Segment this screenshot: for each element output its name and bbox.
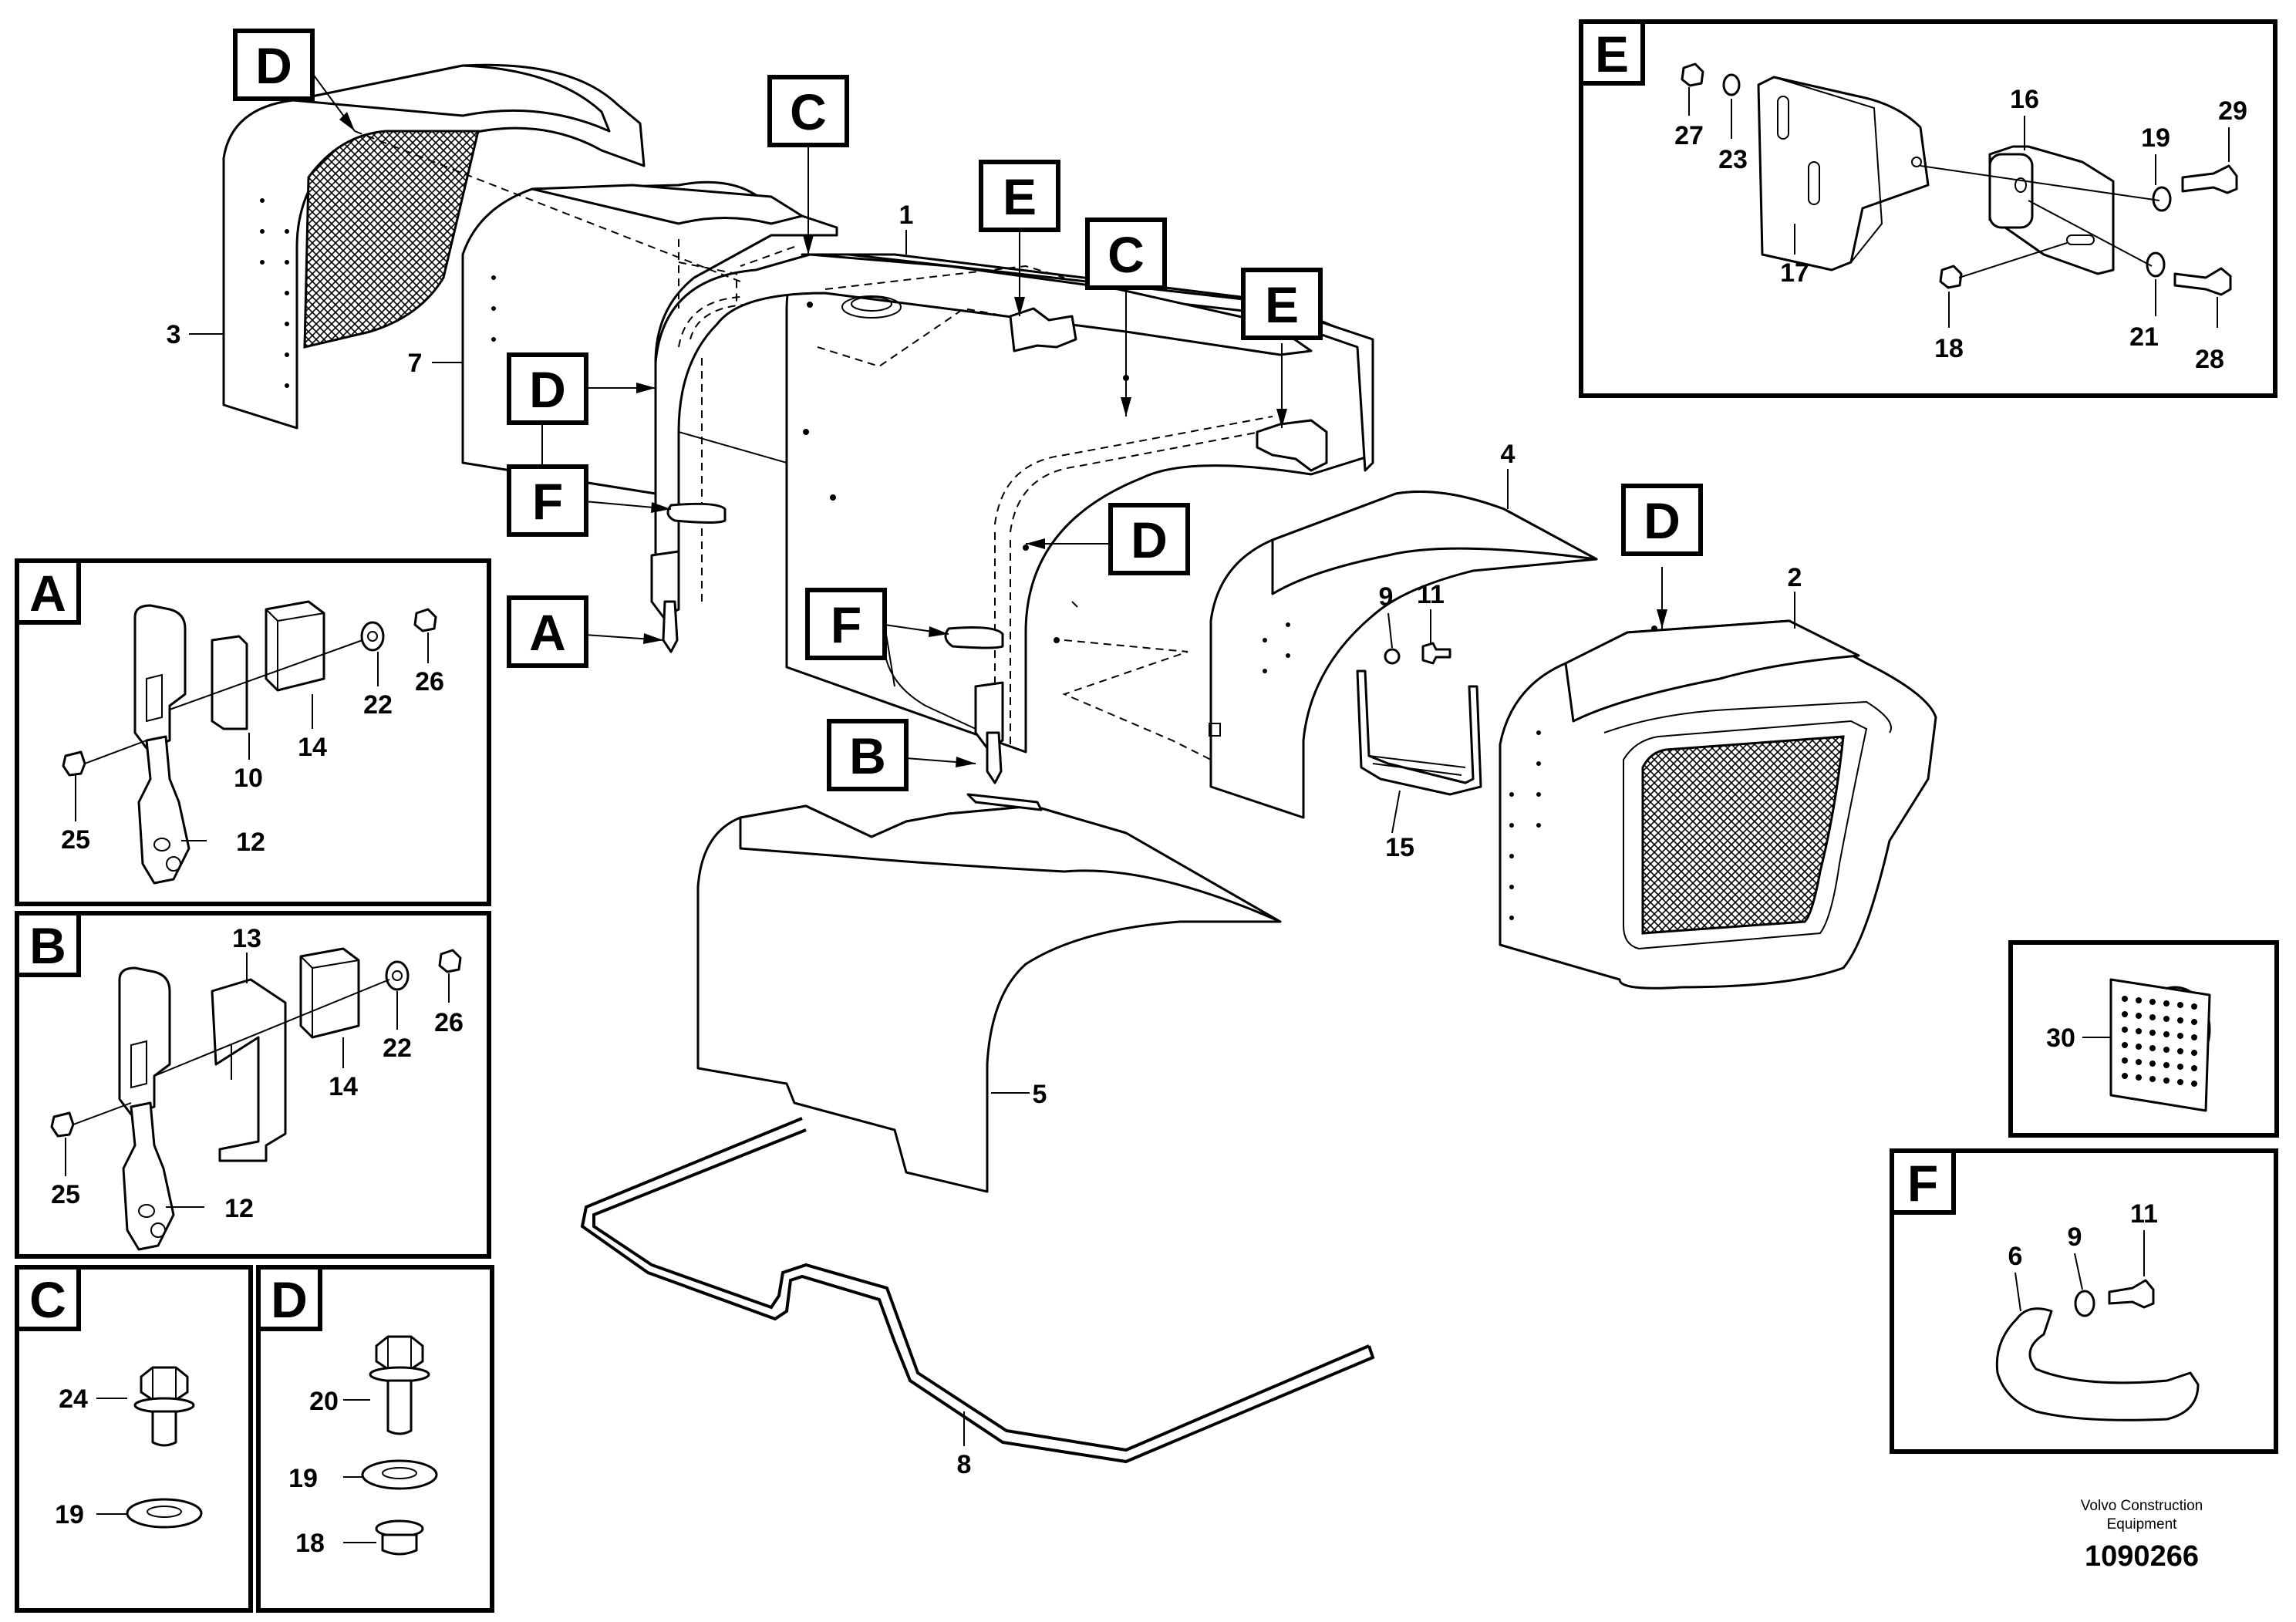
part-number-8: 8 <box>957 1450 972 1479</box>
part-number-14: 14 <box>329 1072 358 1101</box>
part-number-12: 12 <box>224 1194 254 1223</box>
part-number-15: 15 <box>1385 833 1414 862</box>
callout-letter: D <box>255 37 292 94</box>
callout-letter: D <box>529 361 566 418</box>
part-7-side-panel <box>461 180 838 495</box>
footer-company-line2: Equipment <box>2107 1516 2178 1533</box>
part-number-24: 24 <box>59 1384 88 1414</box>
callout-letter: F <box>831 596 861 653</box>
part-number-2: 2 <box>1788 563 1802 592</box>
part-3-rear-fender <box>222 63 646 430</box>
callout-d-top-left: D <box>233 29 315 101</box>
part-number-19: 19 <box>288 1464 318 1493</box>
part-number-14: 14 <box>298 733 327 762</box>
callout-d-left: D <box>507 352 588 425</box>
callout-d-far-right: D <box>1621 484 1703 556</box>
part-number-18: 18 <box>1934 334 1964 363</box>
part-number-22: 22 <box>363 690 393 720</box>
grille-clip-dots <box>2122 996 2197 1087</box>
footer-drawing-number: 1090266 <box>2085 1540 2199 1573</box>
detail-d: D 20 19 18 <box>256 1265 494 1613</box>
callout-e-top: E <box>979 160 1060 232</box>
callout-letter: B <box>849 727 886 784</box>
part-1-main-hood <box>354 130 1374 784</box>
callout-letter: A <box>529 604 566 661</box>
part-number-12: 12 <box>236 828 265 857</box>
callout-c-mid: C <box>1085 218 1167 290</box>
callout-f-left: F <box>507 464 588 537</box>
part-2-front-fender <box>1499 619 1937 990</box>
detail-a: A 25 10 12 14 22 26 <box>15 558 491 906</box>
part-number-21: 21 <box>2129 322 2159 352</box>
part-5-bottom-cover <box>696 793 1282 1193</box>
part-number-7: 7 <box>408 349 423 378</box>
callout-letter: D <box>1644 492 1681 549</box>
part-number-11: 11 <box>1417 580 1445 609</box>
detail-letter: F <box>1907 1155 1938 1212</box>
callout-letter: E <box>1003 168 1037 225</box>
callout-b-main: B <box>827 719 909 791</box>
part-number-30: 30 <box>2046 1023 2075 1053</box>
callout-letter: D <box>1131 511 1168 568</box>
part-number-16: 16 <box>2010 85 2039 114</box>
callout-letter: C <box>1108 226 1145 283</box>
part-number-19: 19 <box>2141 123 2170 153</box>
callout-f-mid: F <box>805 588 887 660</box>
main-assembly <box>222 63 1937 1464</box>
part-number-9: 9 <box>2068 1222 2082 1252</box>
part-number-13: 13 <box>232 924 261 953</box>
main-part-numbers: 1 2 3 4 5 7 8 9 11 15 <box>167 201 1802 1479</box>
part-number-6: 6 <box>2008 1242 2023 1271</box>
detail-e: E 27 23 17 16 19 29 18 21 <box>1579 19 2277 398</box>
part-number-23: 23 <box>1718 145 1748 174</box>
detail-letter: E <box>1595 25 1629 83</box>
callout-letter: C <box>790 83 827 140</box>
part-number-29: 29 <box>2218 96 2247 126</box>
part-number-27: 27 <box>1674 121 1704 150</box>
part-number-18: 18 <box>295 1529 325 1558</box>
callout-letter: E <box>1265 276 1299 333</box>
part-number-11: 11 <box>2130 1199 2158 1229</box>
callout-c-top: C <box>767 75 849 147</box>
detail-letter: A <box>29 565 66 622</box>
part-number-28: 28 <box>2195 345 2224 374</box>
part-number-17: 17 <box>1780 258 1809 288</box>
part-number-20: 20 <box>309 1387 339 1416</box>
part-number-26: 26 <box>415 667 444 696</box>
footer-company-line1: Volvo Construction <box>2081 1498 2203 1514</box>
callout-letter: F <box>532 473 563 530</box>
detail-letter: D <box>271 1271 308 1328</box>
callout-a-main: A <box>507 595 588 668</box>
part-number-22: 22 <box>383 1034 412 1063</box>
part-number-5: 5 <box>1033 1080 1047 1109</box>
main-leaders <box>189 230 1795 1446</box>
callout-e-mid: E <box>1241 268 1323 340</box>
part-number-10: 10 <box>234 764 263 793</box>
part-number-9: 9 <box>1379 582 1394 612</box>
detail-f: F 6 9 11 <box>1890 1148 2278 1454</box>
detail-b: B 25 13 12 14 22 26 <box>15 911 491 1259</box>
detail-c: C 24 19 <box>15 1265 253 1613</box>
part-number-19: 19 <box>55 1500 84 1529</box>
part-4-fender <box>1209 491 1598 819</box>
part-number-1: 1 <box>899 201 914 230</box>
part-number-25: 25 <box>51 1180 80 1209</box>
part-number-25: 25 <box>61 825 90 855</box>
part-number-26: 26 <box>434 1008 464 1037</box>
part-number-3: 3 <box>167 320 181 349</box>
detail-letter: B <box>29 917 66 974</box>
callout-d-right: D <box>1108 503 1190 575</box>
part-number-4: 4 <box>1501 440 1515 469</box>
part-8-seal-strip <box>580 1117 1375 1464</box>
detail-letter: C <box>29 1271 66 1328</box>
footer: Volvo Construction Equipment 1090266 <box>2081 1498 2203 1573</box>
detail-grille-clip: 30 <box>2008 940 2279 1138</box>
